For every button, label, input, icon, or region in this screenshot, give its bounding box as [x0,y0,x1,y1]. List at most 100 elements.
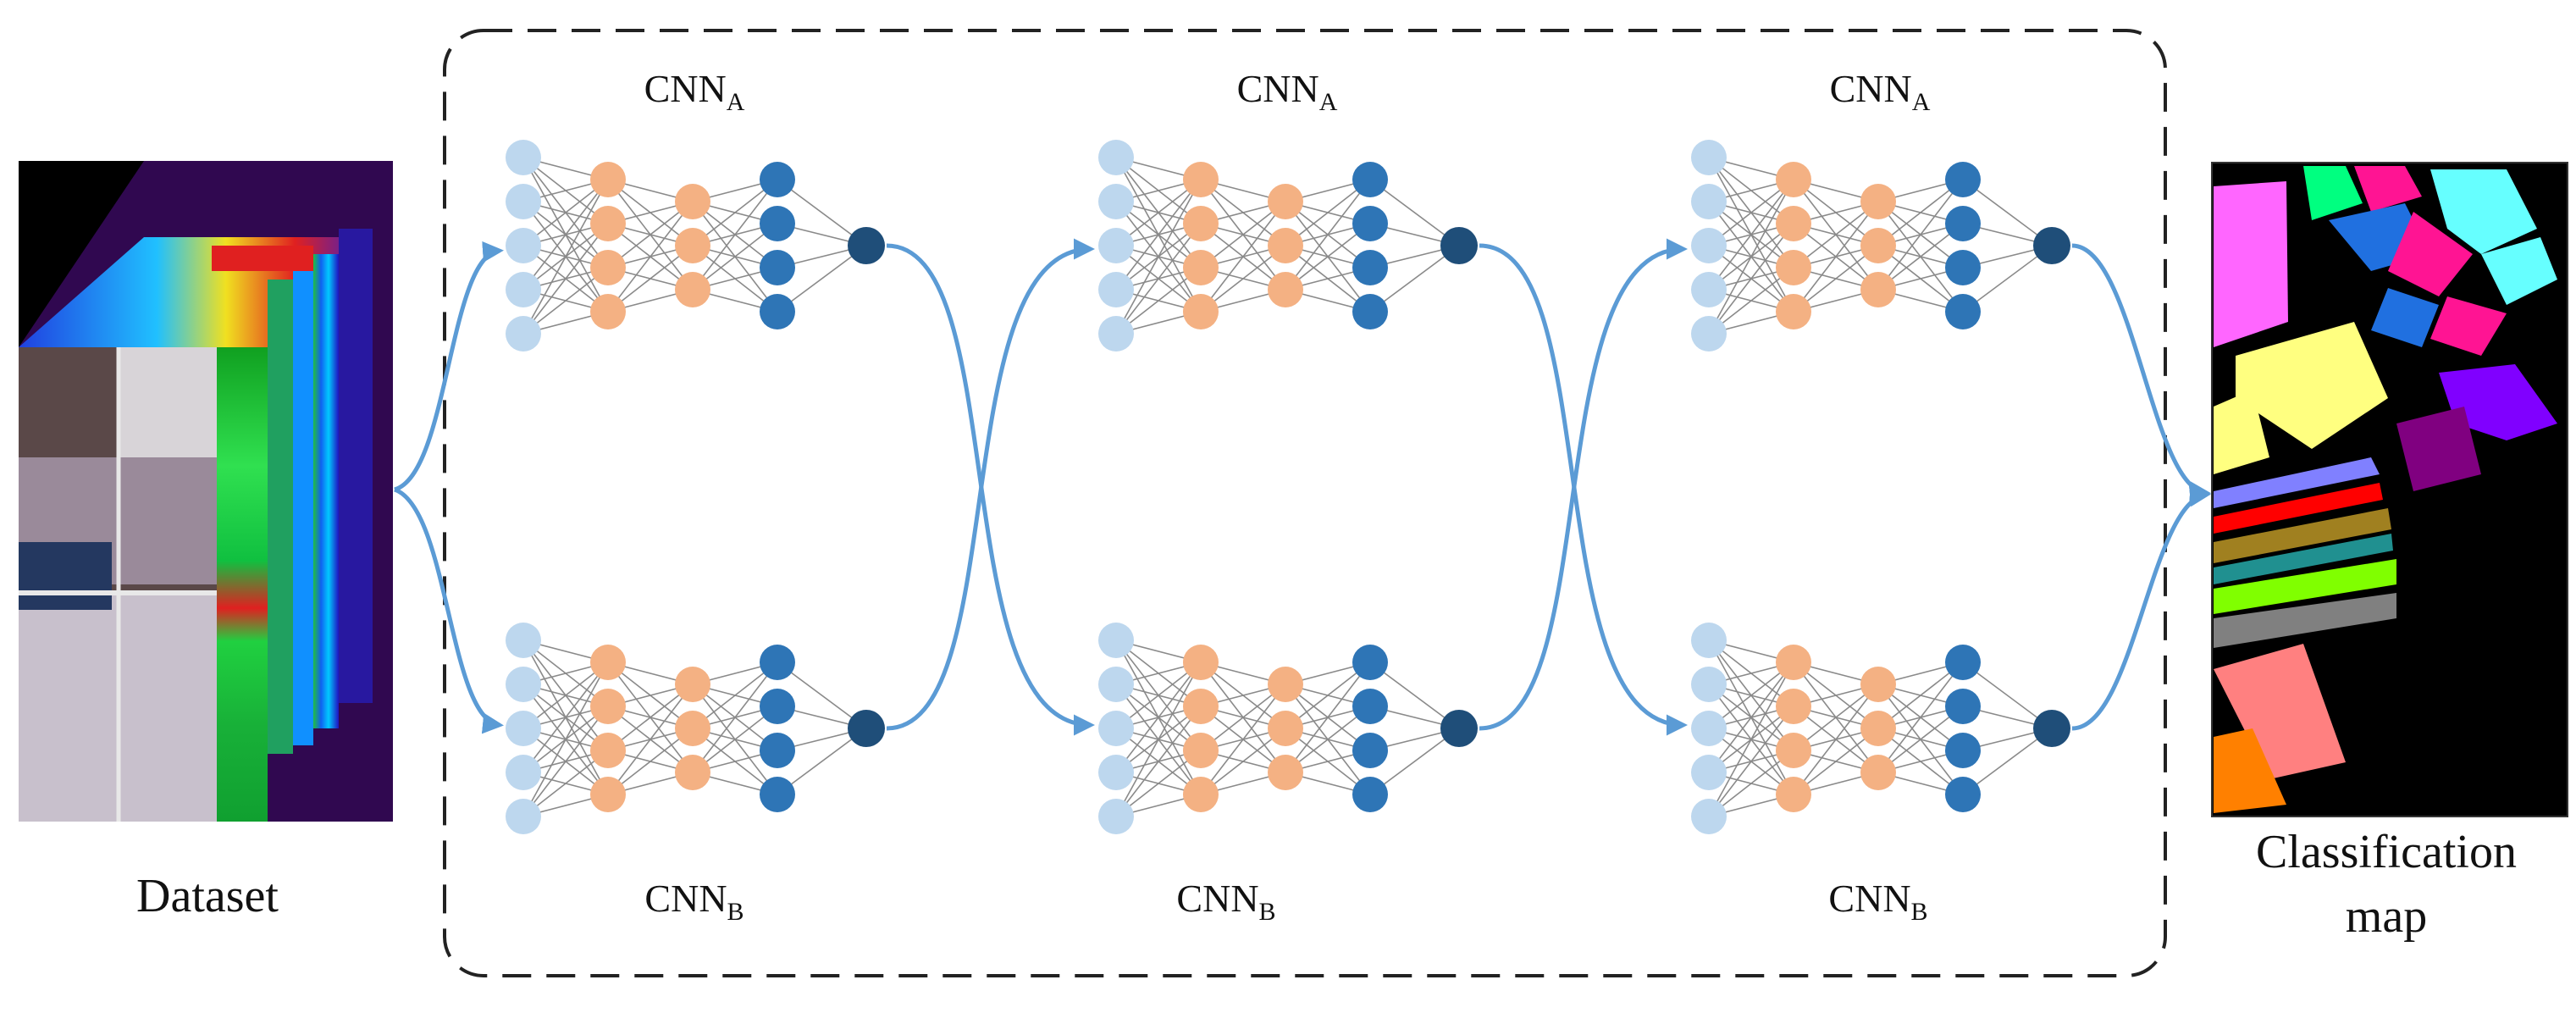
hidden-node [1860,711,1896,746]
hidden-node [1860,755,1896,790]
network-edge [522,706,609,817]
network-edge [692,661,778,729]
cnn-a-stage-1 [506,140,885,352]
output-node [2033,710,2070,747]
network-edge [522,661,609,729]
network-edge [1793,728,1879,795]
input-node [1098,316,1134,352]
network-edge [692,223,778,291]
network-edge [1708,661,1794,729]
network-edge [1793,684,1879,795]
arrow-cnn-a-to-cnn-b-3 [1479,243,1688,736]
input-node [1098,272,1134,307]
cnn-b-stage-3 [1691,623,2070,834]
input-node [1691,272,1727,307]
network-edge [607,201,694,313]
hidden-node [1352,733,1388,768]
hidden-node [1945,777,1981,812]
input-node [1098,228,1134,263]
cnn-b-title-3: CNNB [1828,877,1927,926]
network-edge [607,684,694,751]
network-edge [1200,201,1286,268]
output-node [1440,227,1478,264]
hidden-node [590,162,626,197]
hidden-node [760,645,795,680]
cnn-b-title-1: CNNB [644,877,744,926]
network-edge [1877,223,1964,291]
network-edge [1115,661,1202,817]
classification-map-icon [2211,162,2568,817]
hidden-node [1183,294,1219,329]
input-node [506,755,541,790]
hidden-node [1945,645,1981,680]
hidden-node [1268,755,1303,790]
network-edge [1708,179,1794,335]
hidden-node [675,667,710,702]
network-edge [1793,201,1879,313]
input-node [506,316,541,352]
network-edge [522,179,609,335]
classification-map-label-line2: map [2346,890,2427,943]
network-edge [1708,179,1794,246]
cnn-a-title-2: CNNA [1237,67,1338,116]
model-frame [443,29,2167,977]
network-edge [1793,245,1879,313]
network-edge [1115,223,1202,335]
hidden-node [1268,228,1303,263]
arrow-cnn-b-to-map [2071,485,2211,731]
input-node [1691,316,1727,352]
input-node [506,272,541,307]
hidden-node [1268,711,1303,746]
hidden-node [1776,733,1811,768]
network-edge [522,750,609,817]
hidden-node [1945,689,1981,724]
hidden-node [590,733,626,768]
network-edge [1708,179,1794,291]
hidden-node [590,206,626,241]
hidden-node [760,777,795,812]
hidden-node [1945,162,1981,197]
network-edge [1115,750,1202,817]
input-node [506,140,541,175]
network-edge [522,223,609,335]
network-edge [692,706,778,773]
input-node [1691,140,1727,175]
network-edge [522,661,609,817]
hidden-node [1352,645,1388,680]
hidden-node [1776,162,1811,197]
input-node [1098,755,1134,790]
cnn-b-title-2: CNNB [1176,877,1275,926]
network-edge [1708,267,1794,335]
network-edge [1115,179,1202,335]
hidden-node [1776,250,1811,285]
hidden-node [590,777,626,812]
arrow-cnn-a-to-map [2071,243,2211,503]
arrow-cnn-a-to-cnn-b-2 [886,243,1095,736]
hidden-node [590,250,626,285]
input-node [506,184,541,219]
network-edge [692,179,778,246]
input-node [506,711,541,746]
network-edge [1115,179,1202,291]
network-edge [1200,245,1286,313]
network-edge [607,728,694,795]
output-node [848,710,885,747]
output-node [2033,227,2070,264]
output-node [848,227,885,264]
network-edge [1285,706,1371,773]
arrow-cnn-b-to-cnn-a-3 [1479,238,1688,731]
hidden-node [1860,272,1896,307]
hidden-node [590,645,626,680]
hidden-node [1860,184,1896,219]
network-edge [1115,179,1202,246]
input-node [1691,799,1727,834]
network-edge [1115,706,1202,817]
dataset-label: Dataset [136,870,279,922]
hidden-node [1352,162,1388,197]
network-edge [607,245,694,313]
network-edge [692,179,778,291]
input-node [1691,228,1727,263]
hidden-node [1945,294,1981,329]
hidden-node [1183,250,1219,285]
network-titles: CNNA CNNA CNNA CNNB CNNB CNNB [644,67,1931,926]
